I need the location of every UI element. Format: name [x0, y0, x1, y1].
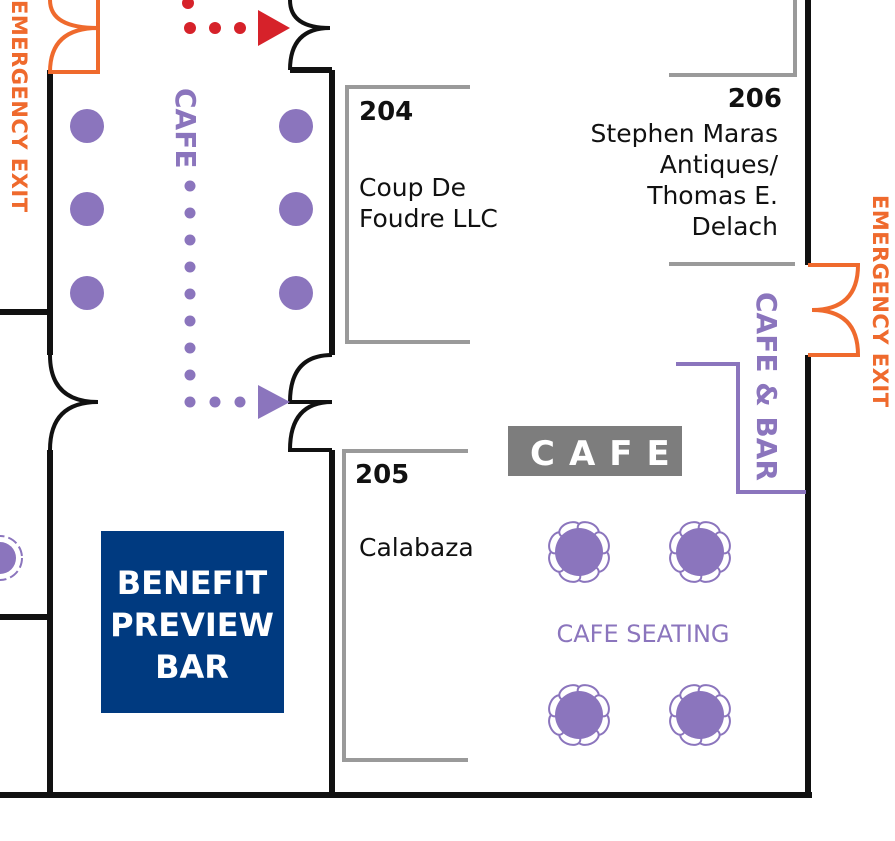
cafe-path-label: CAFE [169, 88, 202, 168]
partial-cafe-table-left [0, 535, 23, 581]
table-top [555, 528, 603, 576]
booth-outlines [342, 0, 797, 762]
corridor-tables [70, 109, 313, 310]
round-table-with-chairs-icon [548, 684, 610, 746]
booth-206-outline [669, 0, 797, 77]
red-direction-path [182, 0, 290, 46]
booth-206-name-line3: Thomas E. [646, 181, 778, 210]
booth-205-number: 205 [355, 460, 409, 490]
cafe-seating-label: CAFE SEATING [556, 620, 729, 648]
emergency-exit-doors [47, 0, 861, 357]
table-top [676, 691, 724, 739]
round-table-with-chairs-icon [548, 521, 610, 583]
cafe-banner [508, 426, 682, 476]
booth-206-number: 206 [728, 84, 782, 114]
booth-204-number: 204 [359, 97, 413, 127]
door-swing-center-mid [287, 353, 333, 453]
round-table-with-chairs-icon [669, 684, 731, 746]
booth-205-name-line1: Calabaza [359, 533, 474, 562]
cafe-direction-path [184, 180, 290, 419]
door-swing-left-mid [48, 354, 99, 451]
benefit-preview-bar-block [101, 531, 284, 713]
table-top [676, 528, 724, 576]
booth-206-name-line2: Antiques/ [660, 150, 779, 179]
walls [0, 0, 812, 798]
booth-204-name-line2: Foudre LLC [359, 204, 498, 233]
exit-door-right [808, 263, 861, 357]
table-top [555, 691, 603, 739]
round-table-with-chairs-icon [669, 521, 731, 583]
booth-204-outline [345, 85, 470, 344]
cafe-and-bar-label: CAFE & BAR [750, 292, 783, 481]
booth-206-name-line1: Stephen Maras [591, 119, 778, 148]
benefit-bar-line2: PREVIEW [110, 606, 274, 644]
red-arrow-icon [258, 10, 290, 46]
emergency-exit-left-label: EMERGENCY EXIT [7, 0, 31, 213]
door-swings [48, 0, 333, 453]
booth-206-name-line4: Delach [692, 212, 779, 241]
emergency-exit-right-label: EMERGENCY EXIT [868, 195, 892, 408]
exit-door-left [47, 0, 100, 74]
cafe-bar-counter [676, 362, 806, 494]
cafe-seating-tables [548, 521, 731, 746]
purple-arrow-icon [258, 385, 290, 419]
benefit-bar-line3: BAR [155, 648, 229, 686]
booth-204-name-line1: Coup De [359, 173, 466, 202]
cafe-banner-label: CAFE [530, 434, 684, 474]
door-swing-top [288, 0, 331, 71]
benefit-bar-line1: BENEFIT [117, 564, 268, 602]
booth-205-outline [342, 449, 468, 762]
